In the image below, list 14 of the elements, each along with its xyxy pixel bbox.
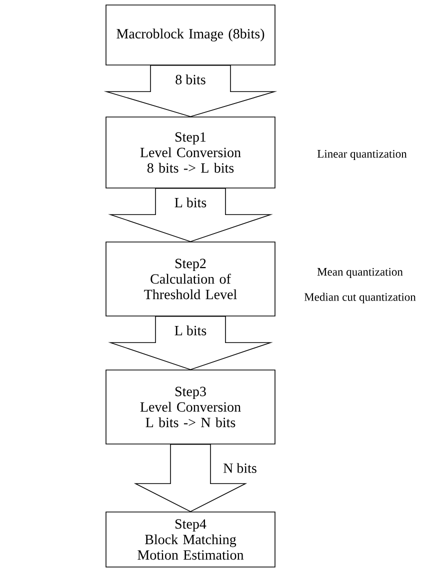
process-box: Step1 Level Conversion 8 bits -> L bits	[106, 116, 276, 188]
block-arrow	[108, 316, 273, 370]
annotation-text: Mean quantization	[317, 268, 403, 278]
process-box: Step2 Calculation of Threshold Level	[106, 242, 276, 316]
block-arrow	[104, 65, 278, 118]
annotation-text: Median cut quantization	[304, 292, 416, 304]
annotation-text: Linear quantization	[317, 150, 407, 160]
edge-label: N bits	[222, 462, 258, 474]
block-arrow	[108, 188, 273, 242]
process-box: Macroblock Image (8bits)	[106, 4, 276, 66]
process-box: Step3 Level Conversion L bits -> N bits	[106, 370, 276, 444]
edge-label: 8 bits	[174, 73, 207, 86]
block-arrow	[134, 444, 248, 512]
process-box: Step4 Block Matching Motion Estimation	[106, 512, 276, 568]
